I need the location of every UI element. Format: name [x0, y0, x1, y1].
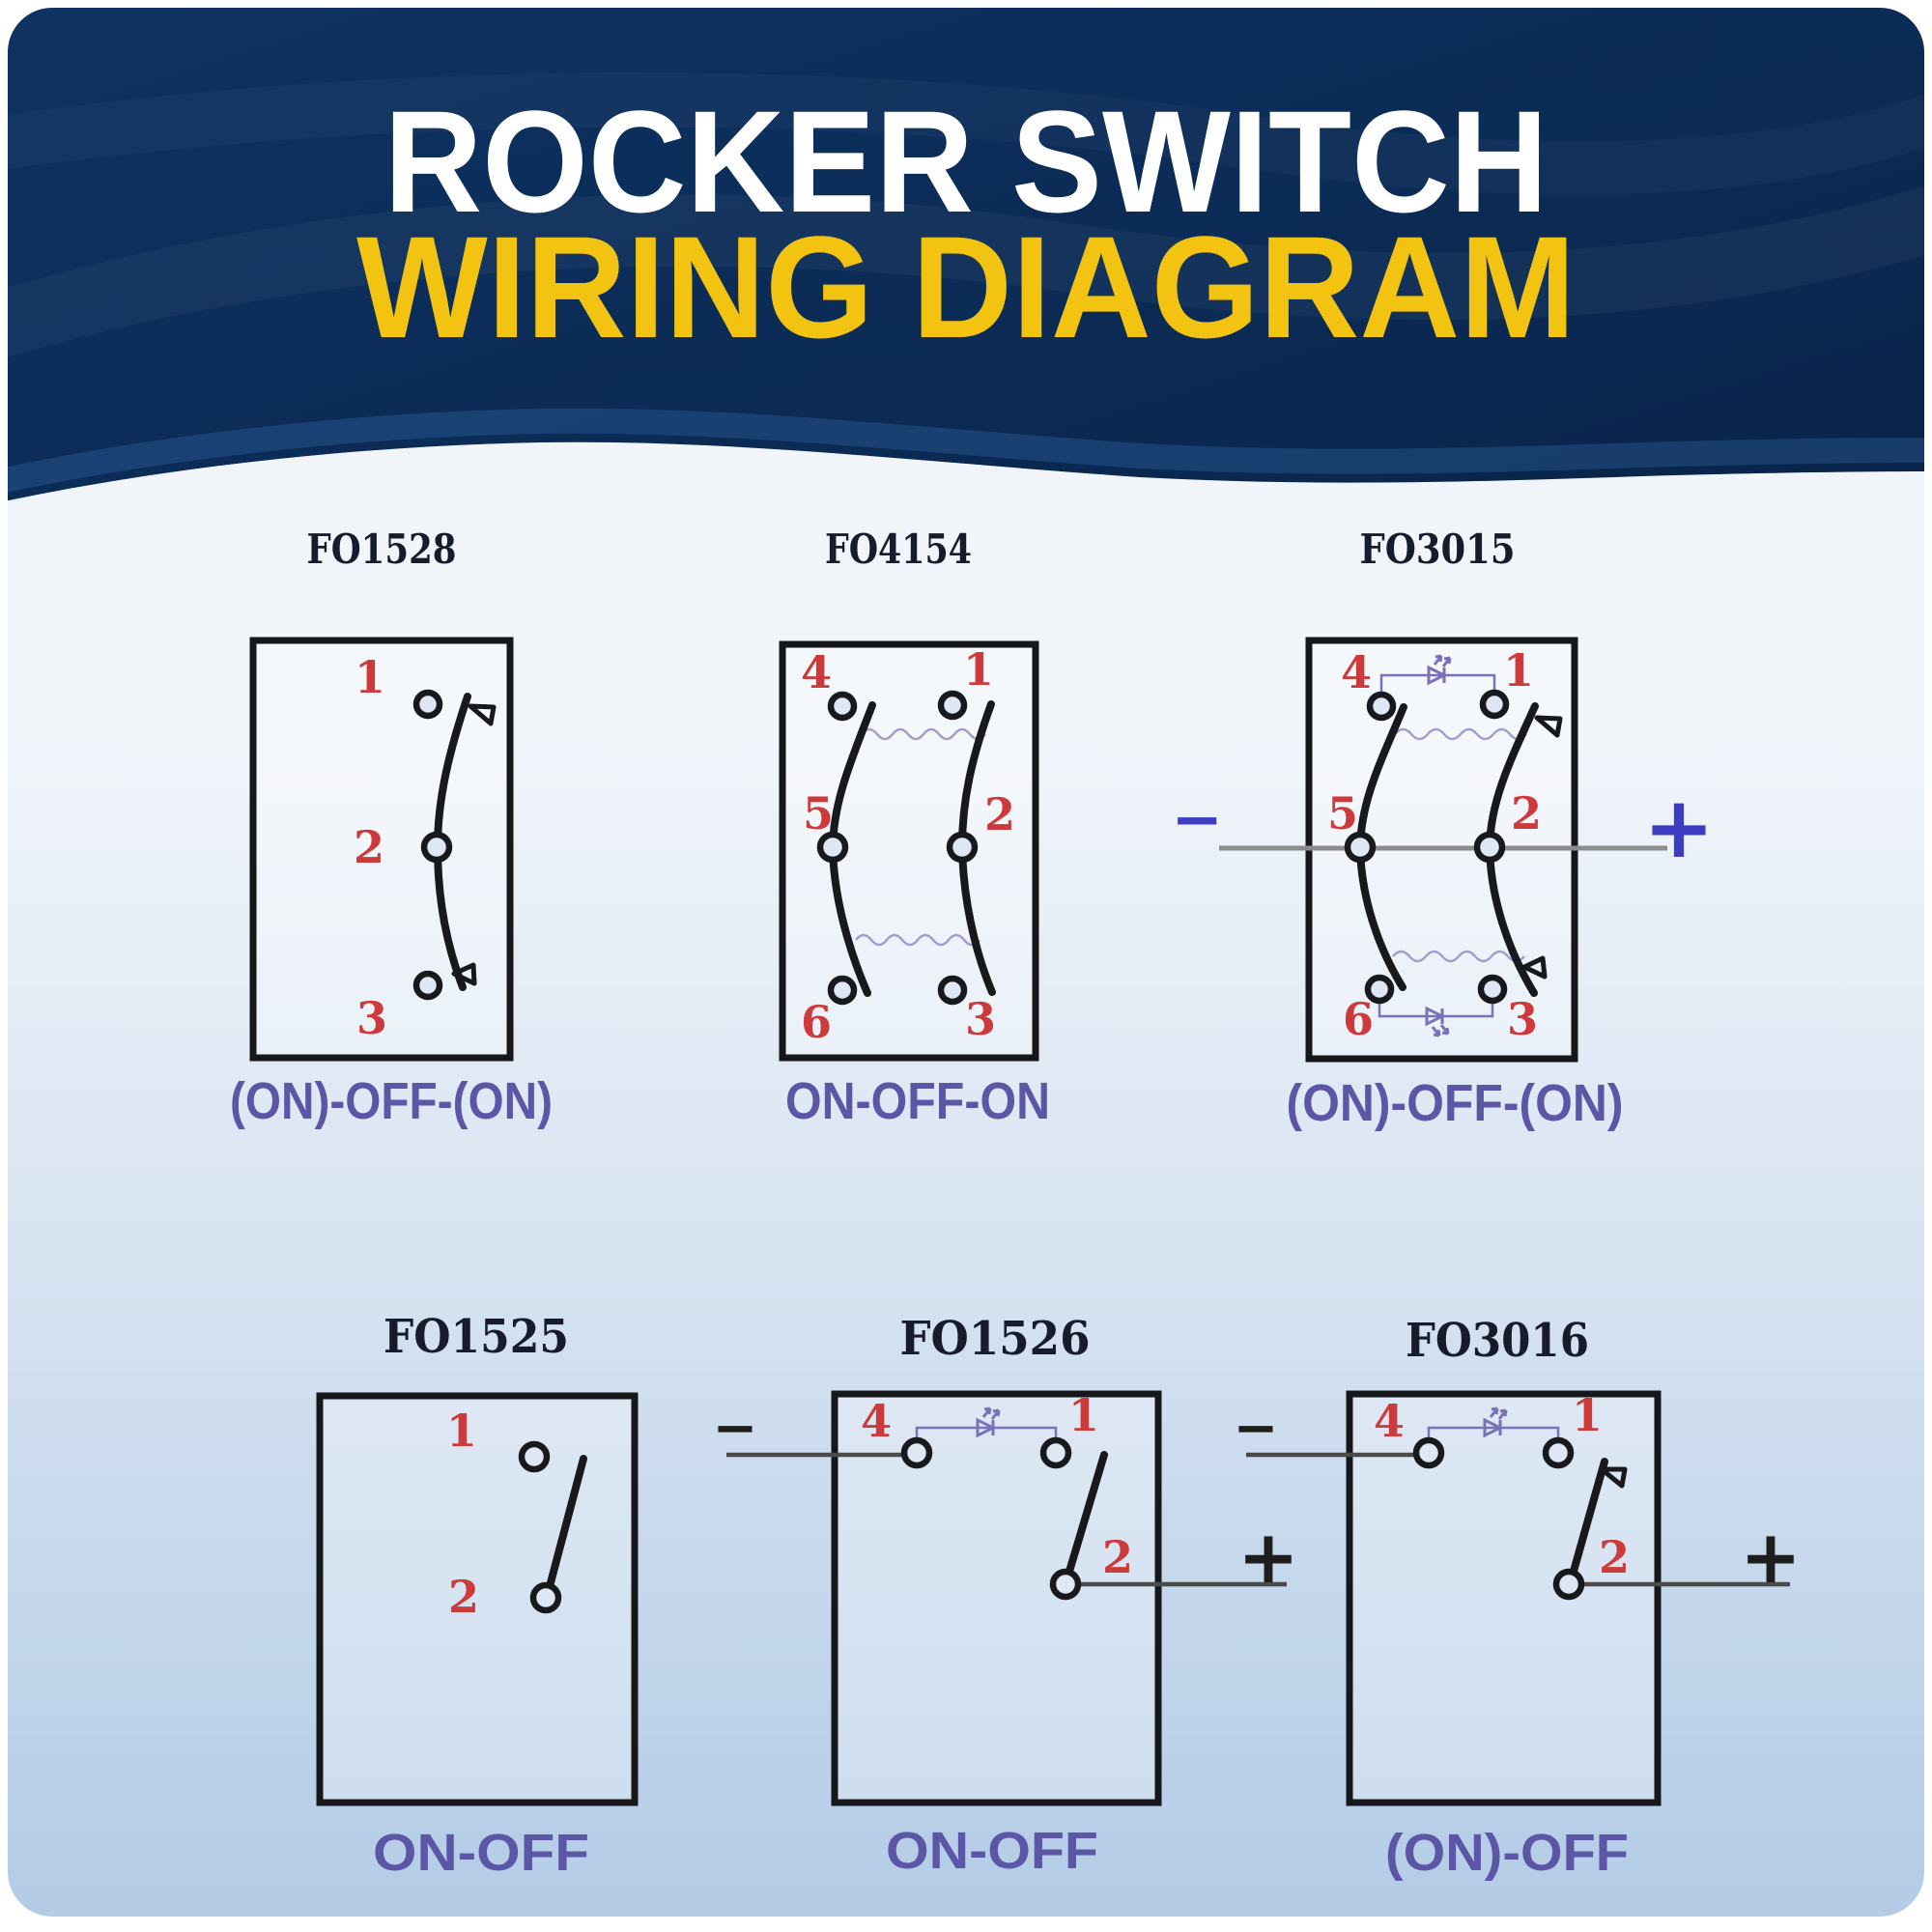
diagram-fo3015: FO3015 4 1 5 2 6 3 − + (ON)-OFF-(ON) [1171, 526, 1715, 1132]
terminal-number-3: 3 [356, 992, 387, 1044]
led-link [915, 1426, 1058, 1440]
diagram-fo1528: FO1528 1 2 3 (ON)-OFF-(ON) [230, 526, 553, 1130]
terminal-circle-2 [420, 831, 453, 864]
header-wave-streak [0, 184, 1932, 359]
terminal-number-3: 3 [965, 993, 996, 1045]
terminal-circle-2 [1552, 1568, 1585, 1601]
mechanical-link-wavy-top [1394, 727, 1527, 741]
switch-function-label: (ON)-OFF-(ON) [1287, 1074, 1624, 1132]
plus-sign: + [1643, 778, 1715, 877]
terminal-circle-3 [1477, 974, 1508, 1005]
terminal-circle-2 [1049, 1568, 1082, 1601]
led-link-top [1379, 673, 1496, 695]
terminal-circle-4 [827, 691, 858, 722]
switch-lever [1569, 1458, 1608, 1578]
switch-function-label: (ON)-OFF [1385, 1824, 1629, 1882]
terminal-circle-1 [412, 689, 443, 720]
model-label: FO1525 [384, 1310, 569, 1364]
terminal-number-4: 4 [861, 1395, 892, 1447]
terminal-number-1: 1 [1068, 1389, 1099, 1441]
terminal-number-1: 1 [1572, 1389, 1603, 1441]
terminal-number-1: 1 [355, 651, 385, 703]
terminal-number-6: 6 [1343, 993, 1374, 1045]
terminal-number-1: 1 [963, 643, 994, 696]
model-label: FO4154 [825, 526, 972, 573]
poster-title-line1: ROCKER SWITCH [384, 80, 1548, 242]
diagram-fo1525: FO1525 1 2 ON-OFF [316, 1310, 639, 1882]
minus-sign: − [1171, 784, 1223, 856]
terminal-circle-6 [1364, 974, 1395, 1005]
terminal-number-1: 1 [446, 1405, 477, 1457]
terminal-number-3: 3 [1507, 993, 1538, 1045]
terminal-number-2: 2 [984, 788, 1015, 840]
terminal-circle-3 [412, 970, 443, 1001]
diagram-fo1526: FO1526 4 1 2 − + ON-OFF [713, 1312, 1299, 1880]
terminal-circle-2 [529, 1581, 562, 1614]
model-label: FO1528 [307, 526, 457, 573]
terminal-circle-4 [900, 1436, 933, 1469]
terminal-circle-1 [518, 1440, 551, 1473]
terminal-circle-6 [827, 975, 858, 1006]
terminal-circle-2 [1473, 831, 1506, 864]
momentary-flag-top [1534, 715, 1563, 738]
switch-lever [545, 1455, 587, 1594]
terminal-circle-1 [1542, 1436, 1575, 1469]
mechanical-link-wavy-bottom [855, 933, 980, 947]
diagram-fo3016: FO3016 4 1 2 − + (ON)-OFF [1234, 1314, 1802, 1882]
terminal-number-5: 5 [1327, 787, 1358, 839]
model-label: FO3015 [1360, 526, 1516, 573]
terminal-circle-4 [1412, 1436, 1445, 1469]
switch-function-label: ON-OFF-ON [785, 1072, 1050, 1130]
mechanical-link-wavy-bottom [1392, 950, 1525, 963]
momentary-flag-top [468, 703, 497, 726]
plus-sign: + [1740, 1514, 1802, 1600]
terminal-circle-1 [1039, 1436, 1072, 1469]
led-link [1427, 1426, 1560, 1440]
minus-sign: − [713, 1397, 758, 1460]
model-label: FO1526 [900, 1312, 1091, 1366]
terminal-number-4: 4 [1341, 646, 1372, 698]
terminal-number-1: 1 [1503, 644, 1534, 696]
plus-sign: + [1237, 1514, 1299, 1600]
terminal-number-4: 4 [801, 646, 832, 698]
momentary-flag-bottom [1521, 955, 1548, 980]
body-background [0, 441, 1932, 1932]
switch-function-label: ON-OFF [886, 1822, 1098, 1880]
terminal-circle-5 [1344, 831, 1377, 864]
diagram-fo4154: FO4154 4 1 5 2 6 3 ON-OFF-ON [779, 526, 1050, 1130]
terminal-circle-1 [1479, 689, 1510, 720]
switch-body-outline [249, 637, 514, 1062]
momentary-flag [1599, 1466, 1628, 1489]
terminal-number-5: 5 [803, 787, 834, 839]
minus-sign: − [1234, 1397, 1279, 1460]
model-label: FO3016 [1406, 1314, 1589, 1368]
switch-function-label: (ON)-OFF-(ON) [230, 1072, 553, 1130]
terminal-number-2: 2 [354, 821, 384, 873]
terminal-number-2: 2 [1511, 787, 1542, 839]
momentary-flag-bottom [451, 962, 477, 986]
poster-title-line2: WIRING DIAGRAM [356, 206, 1576, 368]
terminal-number-4: 4 [1374, 1395, 1405, 1447]
terminal-circle-3 [937, 975, 968, 1006]
terminal-number-2: 2 [1102, 1531, 1133, 1583]
switch-lever [1065, 1451, 1108, 1578]
led-link-bottom [1378, 1001, 1494, 1018]
mechanical-link-wavy-top [861, 727, 986, 741]
terminal-number-6: 6 [801, 996, 832, 1048]
terminal-circle-1 [937, 690, 968, 721]
header-wave-highlight [0, 408, 1932, 494]
switch-function-label: ON-OFF [373, 1824, 589, 1882]
terminal-circle-5 [816, 831, 849, 864]
terminal-number-2: 2 [448, 1571, 479, 1623]
terminal-circle-2 [946, 831, 979, 864]
terminal-circle-4 [1366, 691, 1397, 722]
terminal-number-2: 2 [1599, 1531, 1630, 1583]
